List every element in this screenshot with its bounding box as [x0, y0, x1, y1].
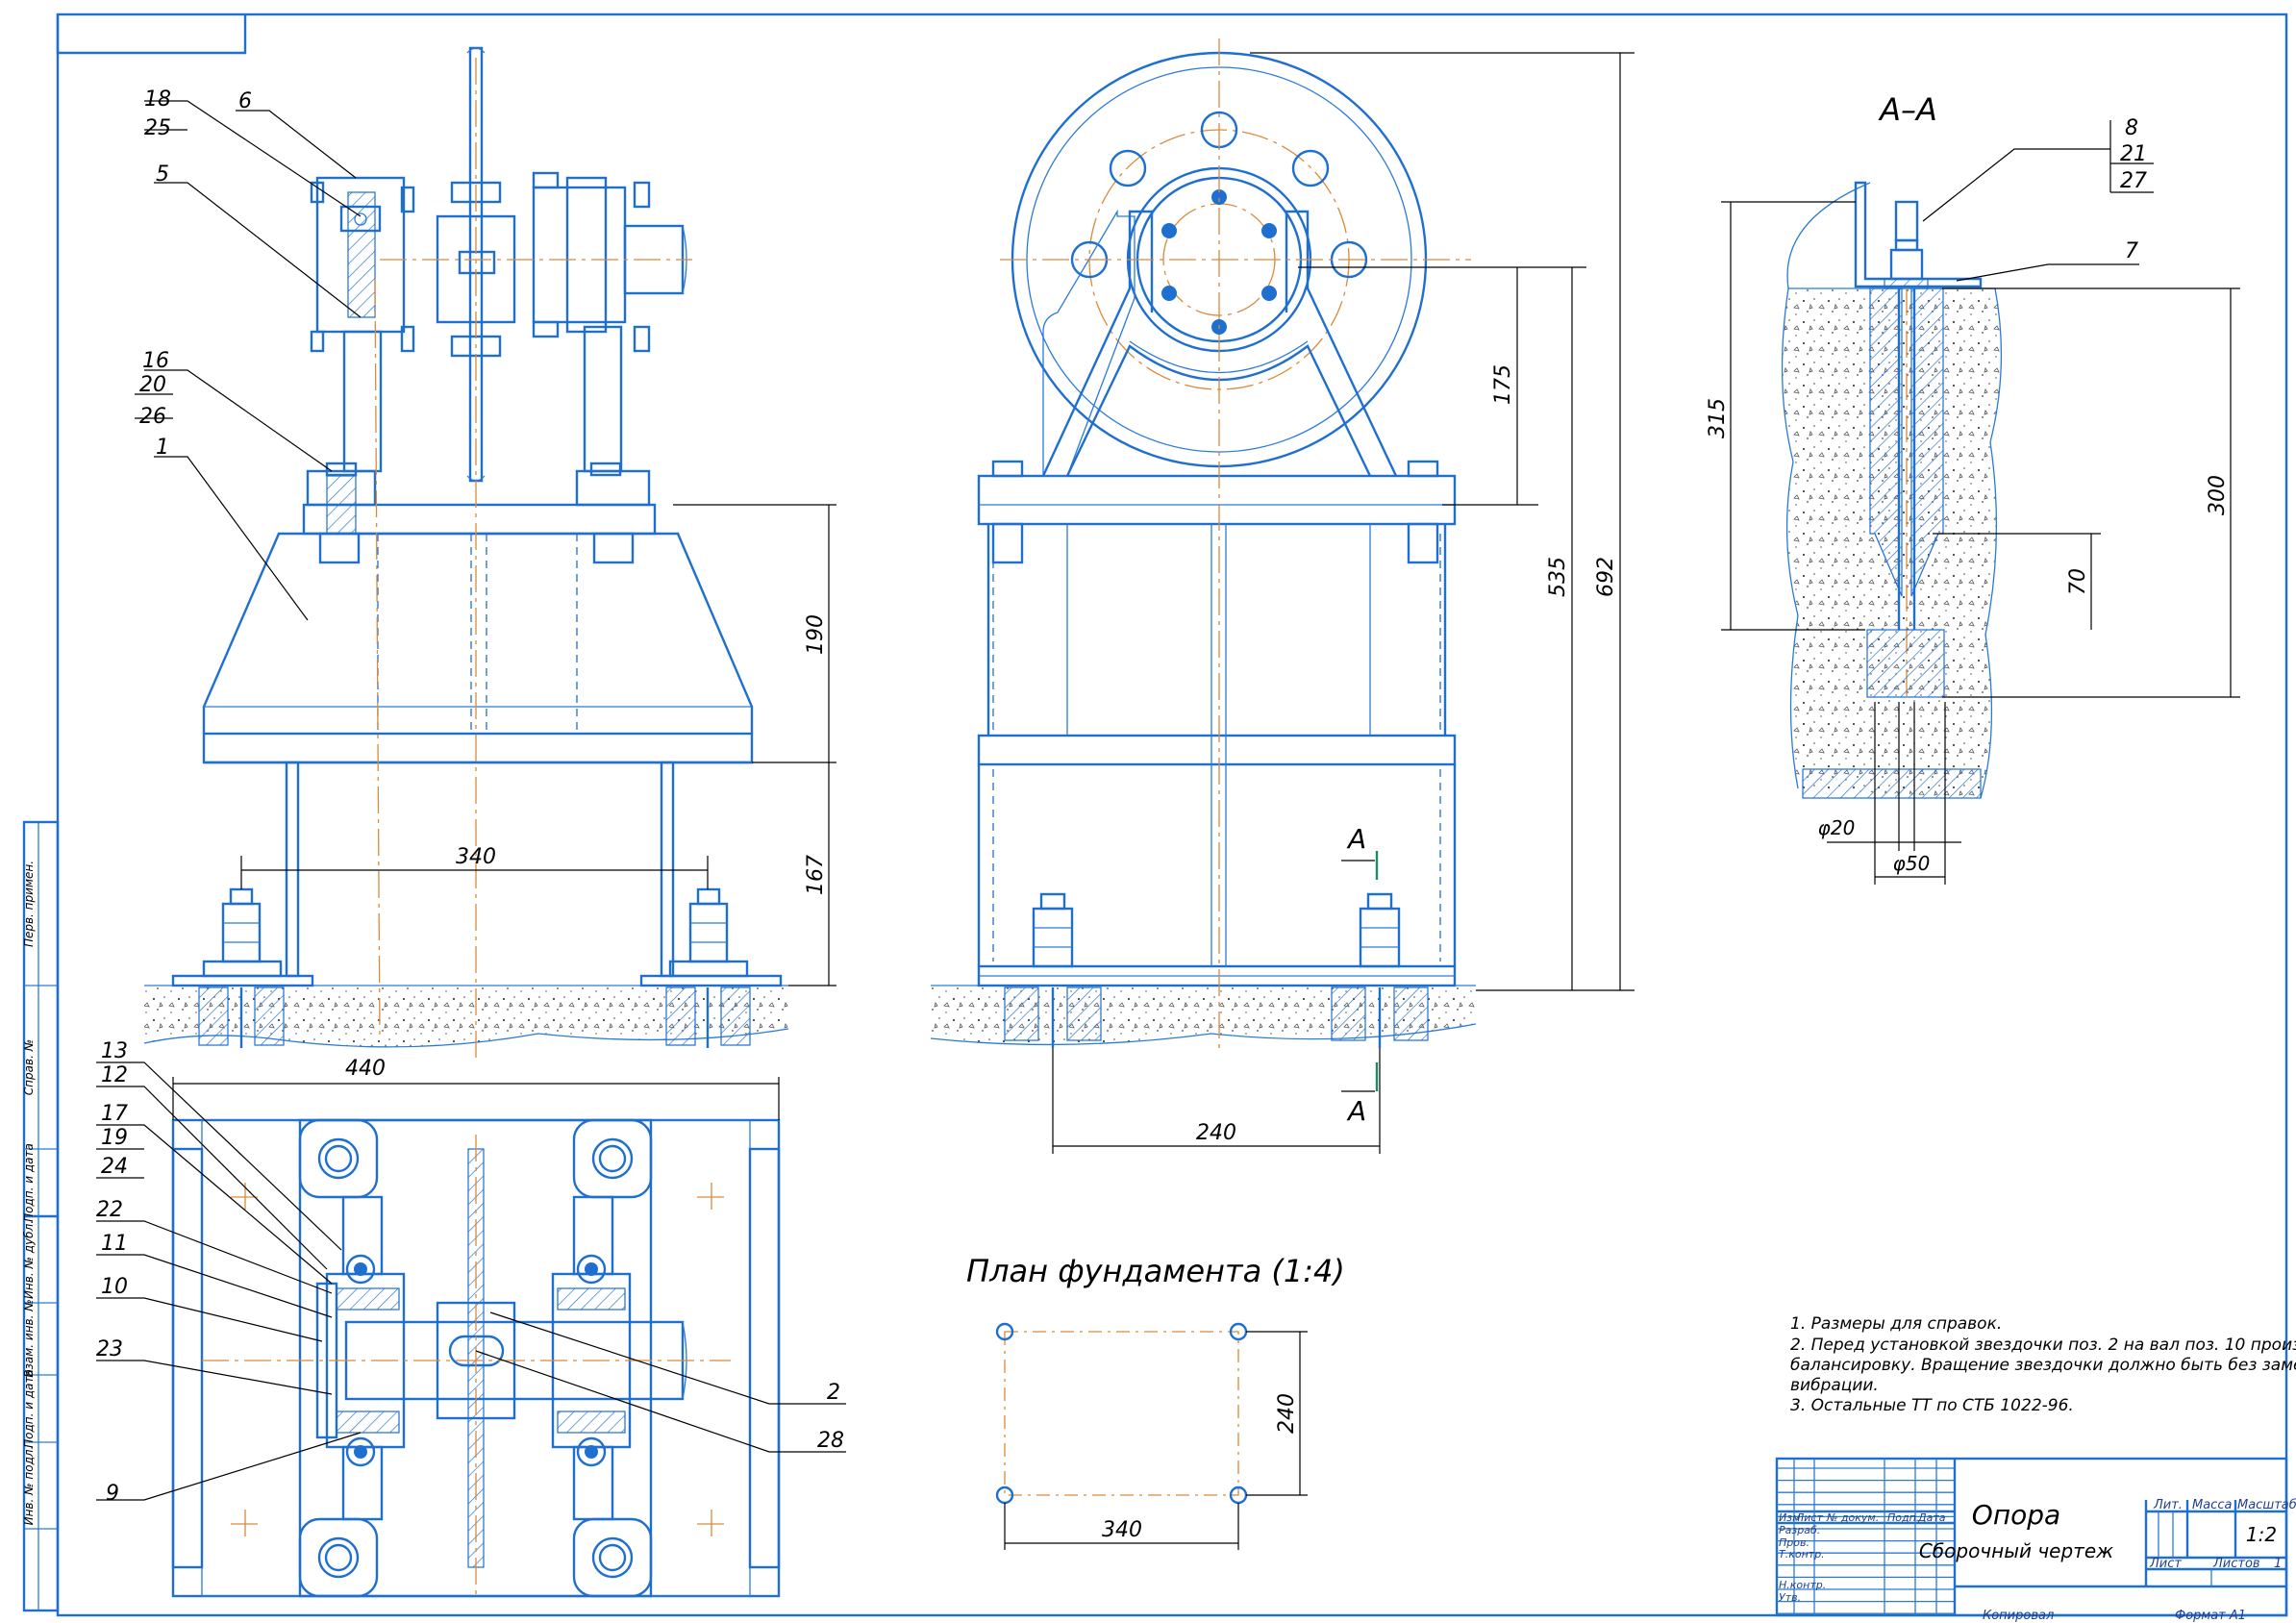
dimension-label: φ50: [1893, 852, 1931, 875]
side-strip-label: Инв. № подл.: [22, 1446, 36, 1526]
part-label: 20: [139, 373, 166, 397]
title-sheets-label: Листов: [2212, 1557, 2260, 1571]
dimension-label: 167: [804, 855, 828, 895]
part-label: 9: [106, 1482, 119, 1506]
title-scale-label: Масштаб: [2237, 1498, 2296, 1512]
title-sheet-label: Лист: [2149, 1557, 2182, 1571]
part-label: 22: [96, 1198, 123, 1222]
part-label: 26: [139, 405, 166, 429]
title-col-header: Изм: [1779, 1511, 1800, 1524]
side-view: 175 535 692 240 А А: [930, 38, 1635, 1154]
side-strip-label: Подп. и дата: [22, 1369, 36, 1448]
section-title: А–А: [1878, 91, 1937, 128]
title-scale-value: 1:2: [2246, 1523, 2277, 1546]
part-label: 8: [2125, 116, 2138, 140]
title-role: Н.контр.: [1779, 1579, 1826, 1591]
dimension-label: 692: [1594, 557, 1618, 597]
dimension-label: 300: [2206, 475, 2230, 515]
title-lit-label: Лит.: [2153, 1498, 2183, 1512]
side-strip-label: Перв. примен.: [22, 861, 36, 947]
title-col-header: Лист: [1795, 1511, 1823, 1524]
title-mass-label: Масса: [2192, 1498, 2232, 1512]
part-label: 11: [101, 1232, 128, 1256]
drawing-name: Опора: [1972, 1499, 2060, 1531]
section-a-a: А–А 821 27 7 315 300 70 φ20 φ50: [1706, 91, 2240, 885]
part-label: 23: [96, 1337, 123, 1361]
part-label: 24: [101, 1155, 128, 1179]
dimension-label: 340: [1102, 1518, 1142, 1542]
part-label: 2: [827, 1381, 840, 1405]
foundation-title: План фундамента (1:4): [966, 1253, 1345, 1289]
format-label: Формат А1: [2175, 1609, 2246, 1623]
title-role: Т.контр.: [1779, 1548, 1825, 1561]
dimension-label: 440: [345, 1057, 386, 1081]
dimension-label: 240: [1196, 1121, 1236, 1145]
part-label: 25: [144, 116, 171, 140]
section-mark: А: [1346, 1095, 1366, 1127]
note-line: 1. Размеры для справок.: [1790, 1314, 2002, 1334]
part-label: 10: [101, 1275, 128, 1299]
part-label: 7: [2125, 239, 2138, 263]
note-line: 3. Остальные ТТ по СТБ 1022-96.: [1790, 1396, 2074, 1415]
part-label: 17: [101, 1102, 128, 1126]
technical-notes: 1. Размеры для справок. 2. Перед установк…: [1790, 1314, 2296, 1415]
part-label: 21: [2120, 142, 2147, 166]
part-label: 5: [156, 162, 169, 187]
part-label: 6: [238, 89, 252, 113]
part-label: 16: [142, 349, 169, 373]
copied-label: Копировал: [1983, 1609, 2054, 1623]
sheet-frame: [56, 12, 2288, 1617]
title-col-header: Дата: [1917, 1511, 1946, 1524]
dimension-label: 190: [804, 614, 828, 655]
dimension-label: 315: [1706, 398, 1730, 438]
section-mark: А: [1346, 823, 1366, 855]
title-role: Разраб.: [1779, 1524, 1820, 1536]
dimension-label: 535: [1546, 557, 1570, 597]
part-label: 28: [817, 1429, 844, 1453]
part-label: 13: [101, 1039, 128, 1063]
foundation-plan: План фундамента (1:4) 240 340: [966, 1253, 1345, 1550]
title-role: Утв.: [1779, 1591, 1801, 1604]
side-strip-label: Подп. и дата: [22, 1143, 36, 1222]
title-role: Пров.: [1779, 1536, 1809, 1549]
part-label: 27: [2120, 169, 2147, 193]
dimension-label: 70: [2066, 568, 2090, 595]
note-line: вибрации.: [1790, 1376, 1879, 1395]
title-col-header: Подп.: [1887, 1511, 1919, 1524]
note-line: балансировку. Вращение звездочки должно …: [1790, 1356, 2296, 1375]
part-label: 12: [101, 1063, 128, 1087]
dimension-label: φ20: [1818, 816, 1856, 839]
dimension-label: 340: [456, 845, 496, 869]
dimension-label: 175: [1491, 364, 1515, 405]
side-strip-label: Взам. инв. №: [22, 1299, 36, 1377]
side-strip-label: Инв. № дубл.: [22, 1220, 36, 1299]
title-col-header: № докум.: [1826, 1511, 1879, 1524]
title-sheets-value: 1: [2274, 1557, 2282, 1571]
part-label: 19: [101, 1126, 128, 1150]
note-line: 2. Перед установкой звездочки поз. 2 на …: [1790, 1336, 2296, 1355]
dimension-label: 240: [1275, 1393, 1299, 1434]
side-strip-label: Справ. №: [22, 1039, 36, 1095]
part-label: 18: [144, 87, 171, 112]
drawing-type: Сборочный чертеж: [1919, 1539, 2113, 1562]
part-label: 1: [156, 436, 169, 460]
